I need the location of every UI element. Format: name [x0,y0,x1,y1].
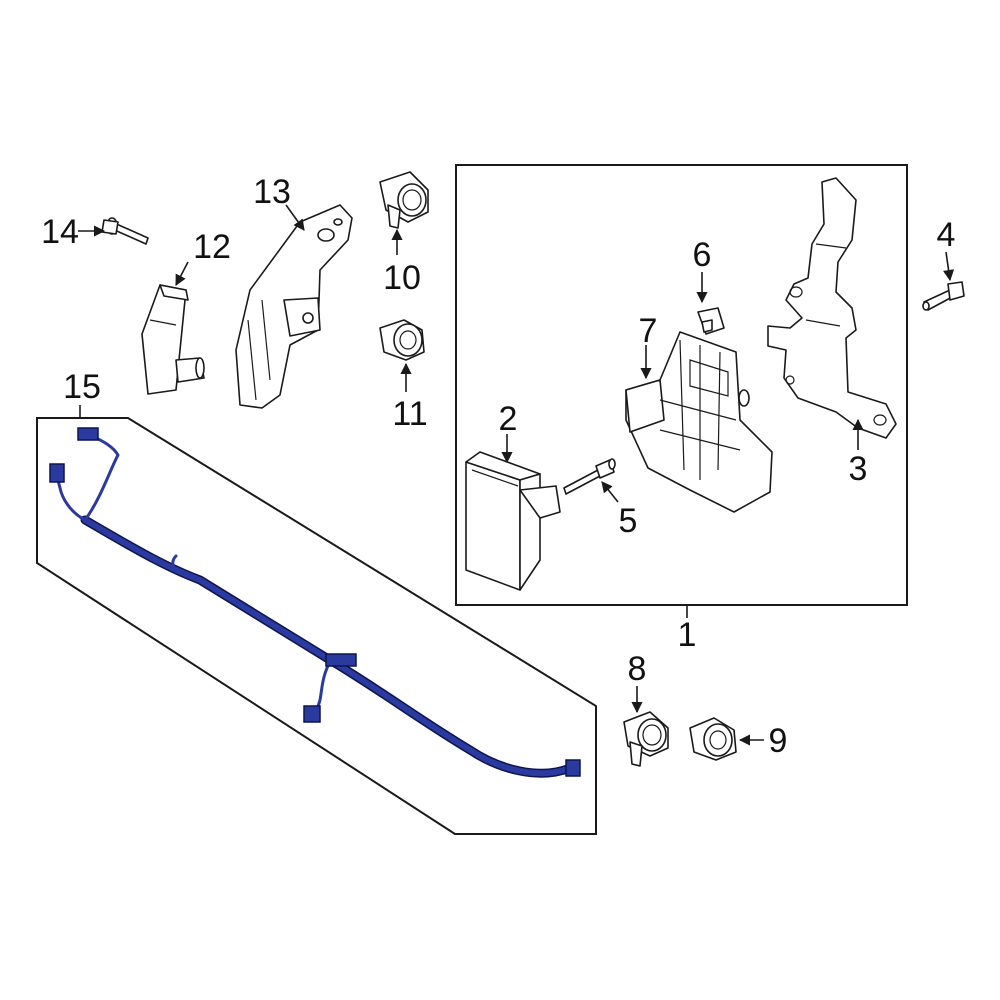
callout-5: 5 [619,502,638,540]
retainer-11 [379,319,425,361]
callout-5-leader [601,481,619,503]
callout-2: 2 [499,400,518,438]
pin-5 [563,458,616,495]
callout-14: 14 [41,213,79,251]
callout-6: 6 [693,236,712,274]
callout-4: 4 [937,216,956,254]
clip-6 [697,307,725,335]
bracket-13 [235,204,353,409]
harness-branch-upper [83,434,120,522]
module-kit-frame [455,164,908,606]
harness-connector-top [77,427,99,441]
callout-8: 8 [628,650,647,688]
harness-frame [36,417,597,835]
callout-13-leader [285,204,305,231]
harness-main-trunk-fill [82,517,573,777]
harness-junction-clip [325,653,357,667]
callout-15: 15 [63,368,101,406]
callout-3: 3 [849,450,868,488]
callout-7: 7 [639,312,658,350]
callout-1: 1 [678,616,697,654]
harness-connector-lower [303,705,321,723]
callout-11: 11 [392,395,427,433]
housing-7 [625,331,773,513]
harness-connector-right [565,759,581,777]
callout-4-leader [943,251,955,282]
parking-sensor-8 [623,711,669,767]
callout-9: 9 [769,722,788,760]
callout-12-leader [175,261,189,286]
parking-sensor-10 [379,171,429,229]
control-module-2 [465,451,561,591]
callout-12: 12 [193,228,231,266]
sensor-module-12 [141,284,205,395]
mounting-bracket-3 [767,177,897,439]
callout-10: 10 [383,259,421,297]
callout-13: 13 [253,173,291,211]
bolt-4 [922,281,965,311]
wiring-harness [49,427,581,778]
harness-connector-left [49,463,65,483]
harness-branch-clip [171,554,178,572]
retainer-9 [689,717,737,761]
bolt-14 [101,217,149,245]
